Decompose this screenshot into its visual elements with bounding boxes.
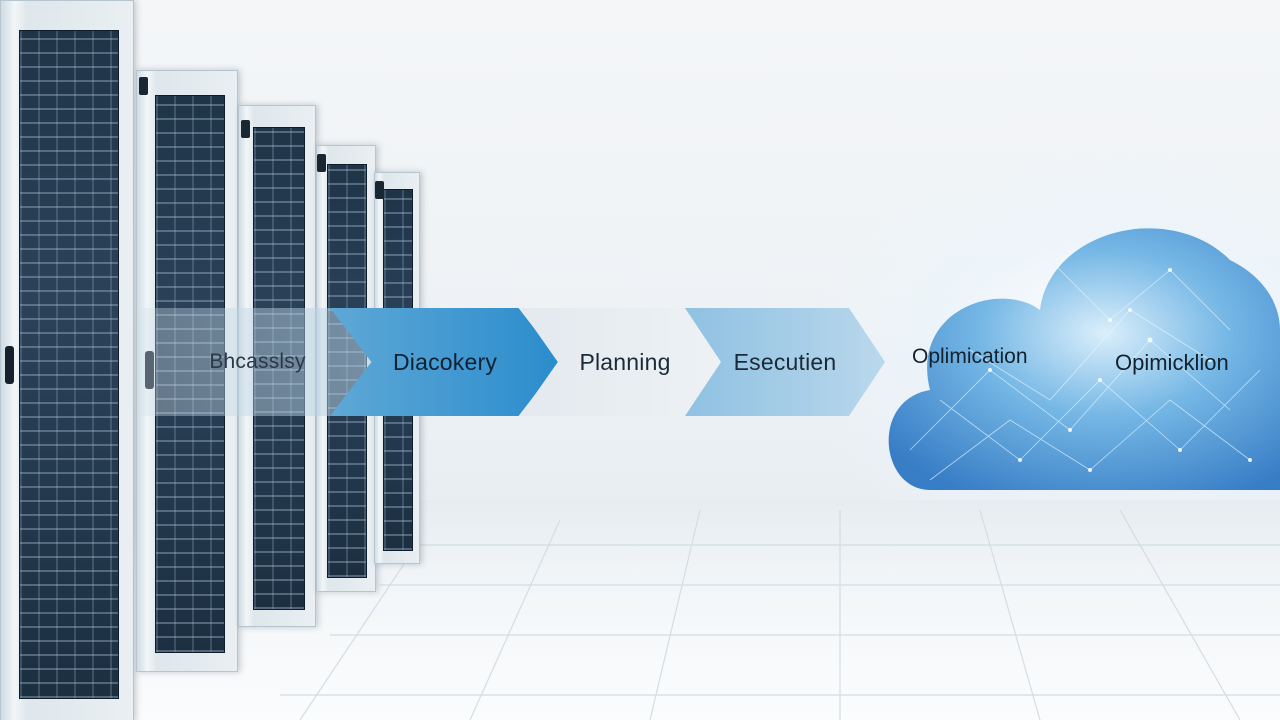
process-step-1: Bhcasslsy — [140, 308, 375, 416]
rack-latch — [317, 154, 326, 172]
rack-door — [19, 29, 119, 700]
step-label: Planning — [579, 348, 671, 375]
rack-latch — [139, 77, 148, 95]
floor-tiles — [280, 509, 1280, 720]
rack-latch — [375, 181, 384, 199]
process-step-optimization-1: Oplimication — [912, 345, 1028, 368]
server-rack — [0, 0, 134, 720]
step-label: Esecutien — [733, 348, 837, 375]
step-label: Diacokery — [392, 348, 498, 375]
rack-latch — [241, 120, 250, 138]
cloud-icon — [888, 228, 1280, 490]
process-step-optimization-2: Opimicklion — [1115, 350, 1229, 375]
rack-handle — [5, 346, 14, 384]
step-label: Bhcasslsy — [209, 350, 306, 373]
